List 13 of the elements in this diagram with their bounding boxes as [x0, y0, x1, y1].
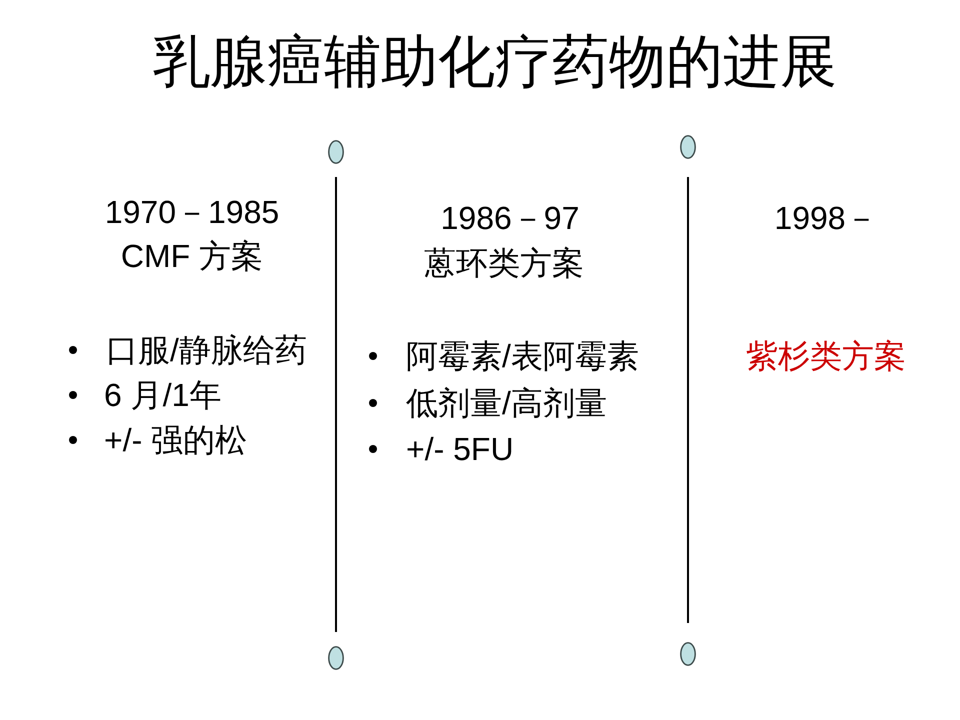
period-label: 1998－: [774, 199, 878, 238]
period-label: CMF 方案: [120, 237, 264, 276]
bullet-item-text: 口服/静脉给药: [106, 331, 307, 370]
bullet-item-text: +/- 5FU: [406, 430, 514, 469]
period-label: 1970－1985: [104, 193, 280, 232]
bullet-item-text: 低剂量/高剂量: [406, 384, 607, 423]
period-label: 1986－97: [440, 199, 580, 238]
period-label: 蒽环类方案: [424, 244, 584, 283]
bullet-item-text: 6 月/1年: [104, 376, 222, 415]
period-label: 紫杉类方案: [746, 337, 906, 376]
bullet-item-text: 阿霉素/表阿霉素: [406, 337, 639, 376]
title: 乳腺癌辅助化疗药物的进展: [153, 30, 837, 96]
bullet-item-text: +/- 强的松: [104, 421, 248, 460]
